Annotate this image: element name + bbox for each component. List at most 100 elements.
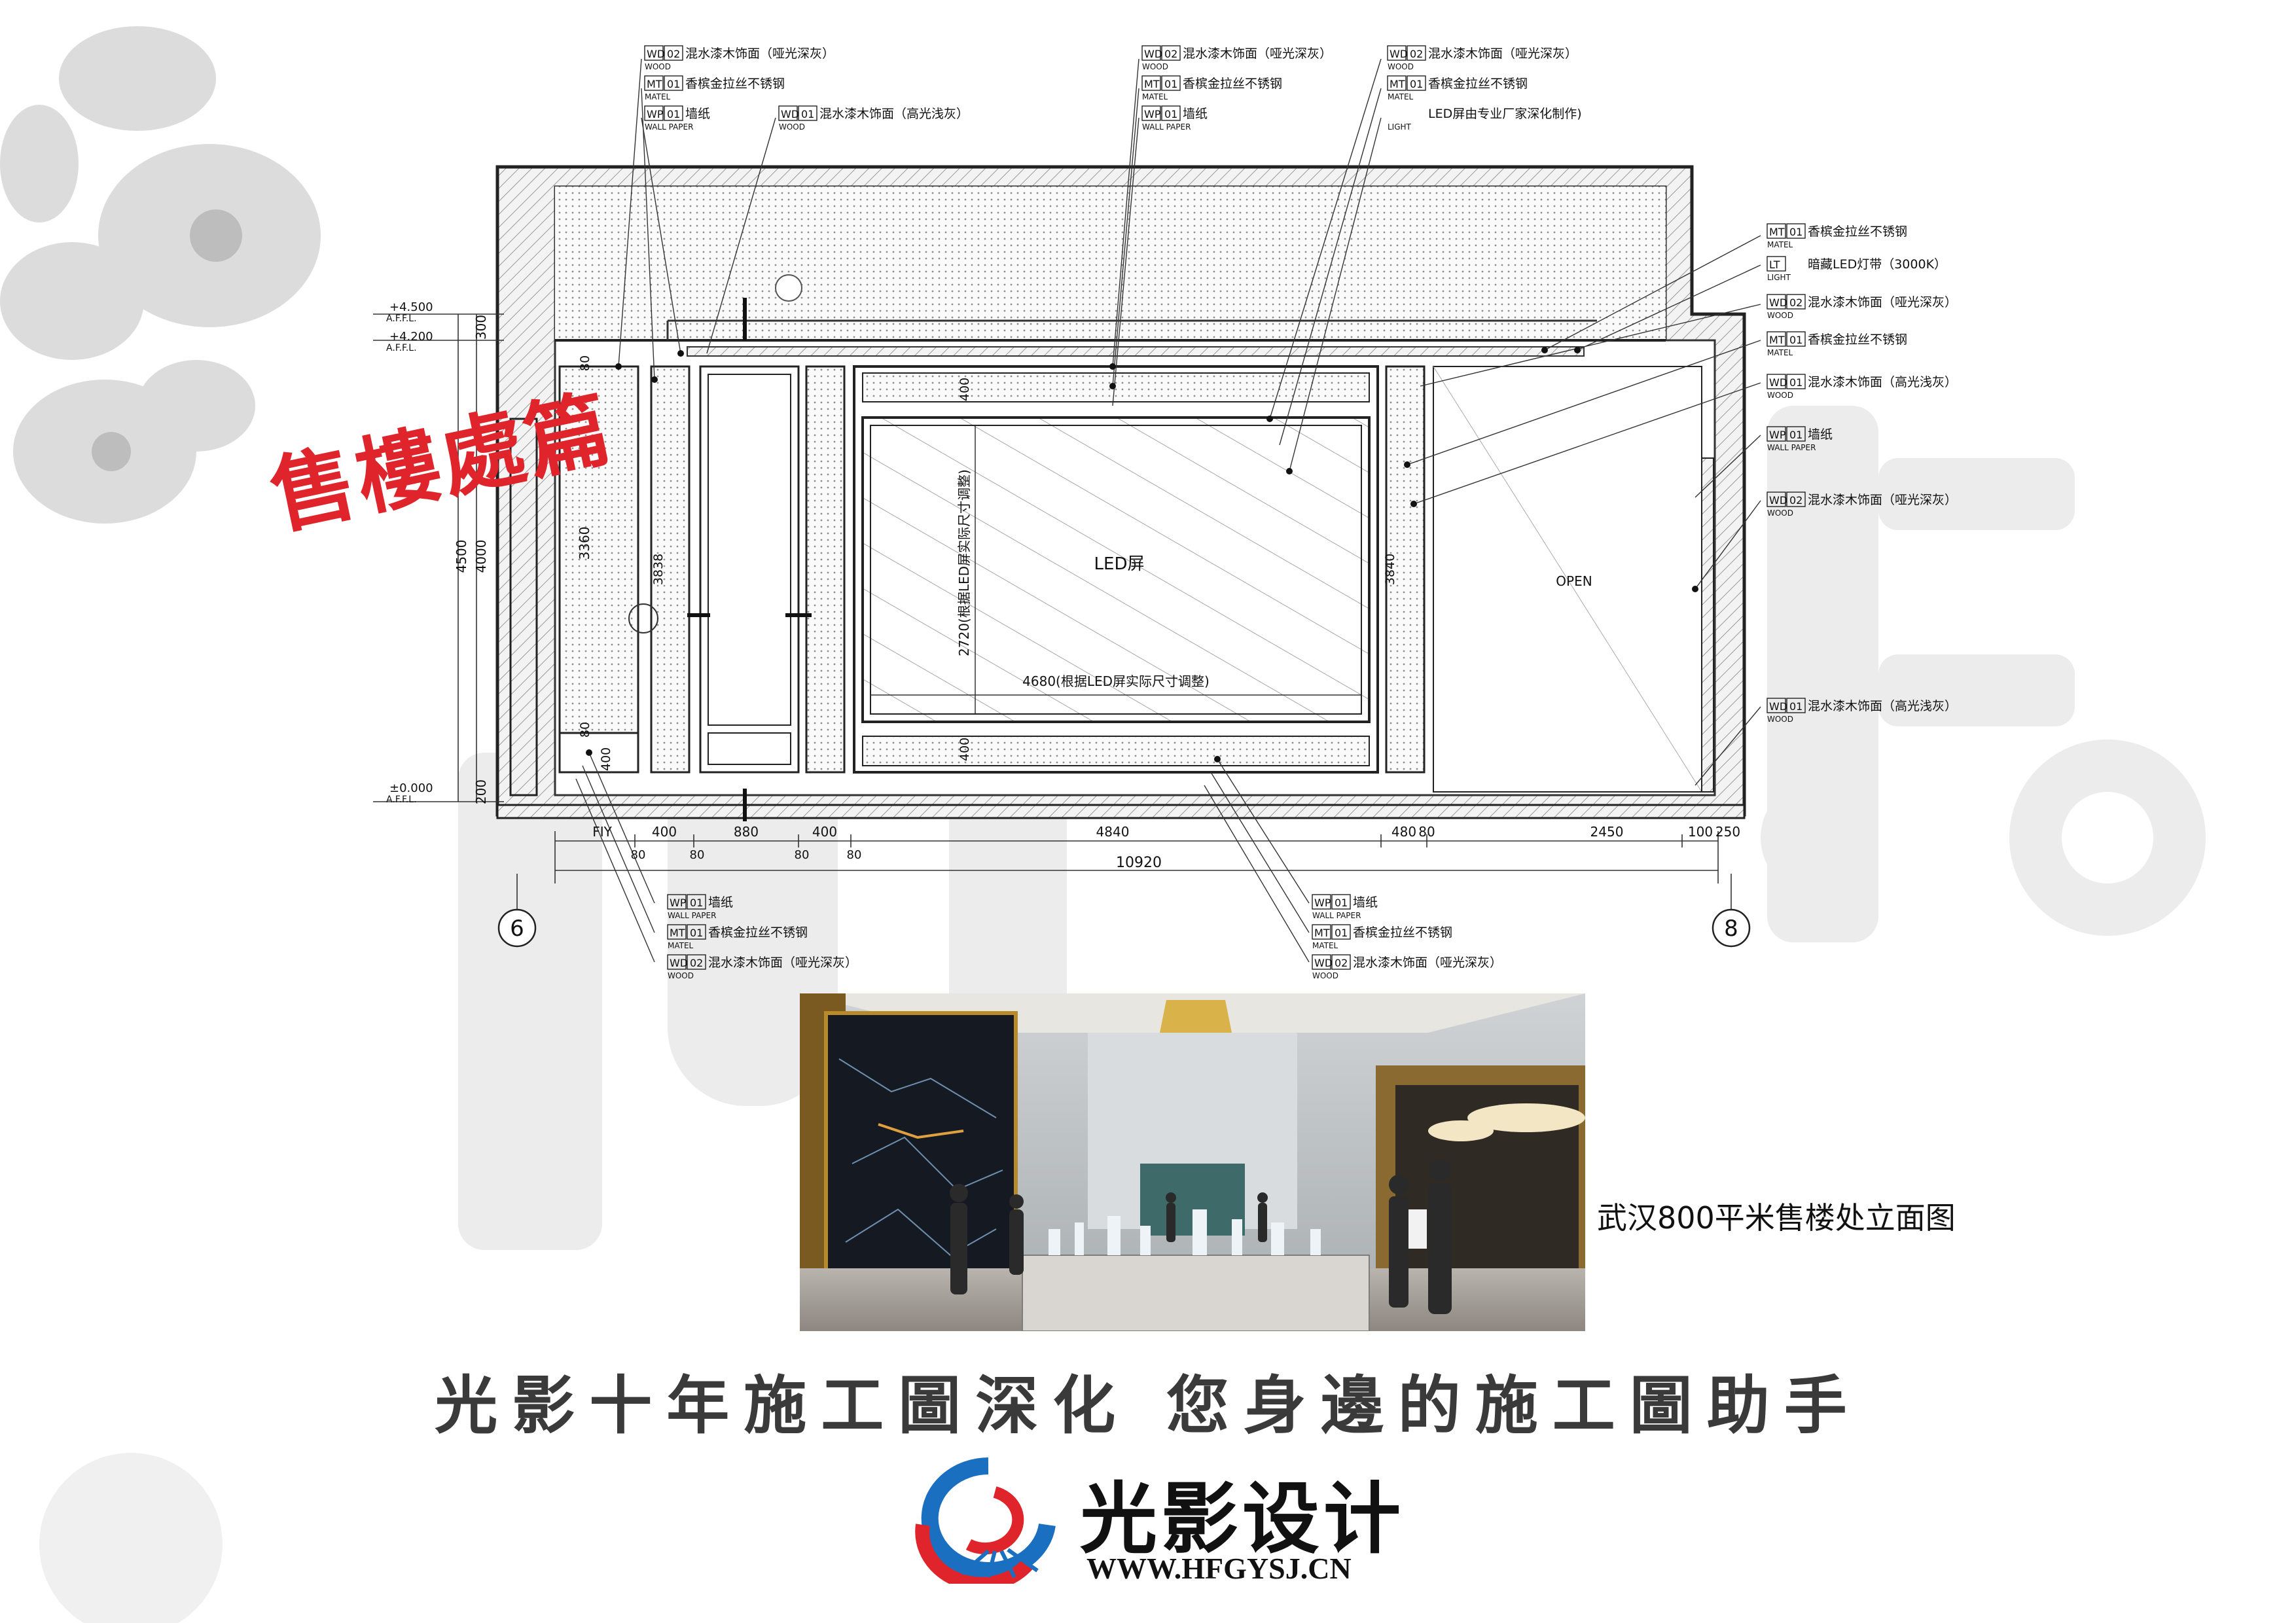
callout-num-box [798,105,817,121]
callout-text: 混水漆木饰面（哑光深灰） [1808,493,1957,507]
callout-text: 香槟金拉丝不锈钢 [1428,77,1528,91]
callout-text: 墙纸 [1183,107,1208,121]
callout-text: 香槟金拉丝不锈钢 [1353,925,1452,940]
brand-logo-icon [915,1457,1056,1584]
callout-num-box [664,45,683,61]
callout-code: WP [1769,429,1786,441]
callout-num: 01 [1335,897,1348,909]
brand-url: WWW.HFGYSJ.CN [1086,1552,1352,1585]
left-dimension: 200 [473,779,489,804]
callout-sub: WOOD [1767,508,1793,518]
callout-code: WD [1769,494,1787,507]
callout-code: MT [670,927,685,939]
callout-num: 01 [690,897,703,909]
section-marker [775,274,802,302]
callout-num-box [1786,331,1806,347]
callout-code-box [1312,894,1331,910]
rendering-caption: 武汉800平米售楼处立面图 [1597,1200,1956,1236]
callout-code-box [1141,45,1161,61]
callout-num: 02 [1789,494,1803,507]
left-dimension: 300 [473,315,489,340]
led-bottom-band [862,736,1370,766]
callout-num-box [687,894,706,910]
bottom-dimension: 100 [1688,824,1713,840]
callout-num: 01 [1335,927,1348,939]
callout-text: 墙纸 [685,107,710,121]
callout-code-box [667,924,687,940]
callout-sub: WOOD [1767,391,1793,400]
callout-sub: WOOD [1767,715,1793,724]
callout-sub: WOOD [668,971,694,980]
panel-narrow-1 [650,365,691,774]
callout-sub: MATEL [645,92,671,101]
grid-bubble-right [1712,908,1751,948]
callout-num-box [687,924,706,940]
callout-num-box [1786,698,1806,713]
callout-code-box [644,45,664,61]
callout-code: MT [1390,78,1405,90]
wallpaper-panel-left [558,365,639,774]
skirting-panel-left [558,732,639,774]
callout-sub: MATEL [1142,92,1168,101]
watermark [458,406,2206,1250]
screen-width-note: 4680(根据LED屏实际尺寸调整) [1022,673,1210,689]
bottom-dimension: 400 [652,824,677,840]
callout-text: 香槟金拉丝不锈钢 [1808,332,1907,347]
callout-text: 混水漆木饰面（高光浅灰） [1808,375,1957,389]
panel-wide-1 [699,365,800,774]
callout-sub: MATEL [1388,92,1414,101]
bottom-dimension: 80 [1418,824,1435,840]
callout-code: WD [1390,48,1408,60]
level-sub: A.F.F.L. [386,343,417,353]
callout-num-box [1407,75,1426,91]
callout-num-box [664,75,683,91]
callout-code-box [778,105,798,121]
callout-num: 01 [1789,700,1803,713]
callout-num-box [1331,924,1351,940]
grid-bubble-left [497,908,537,948]
callout-code-box [1767,426,1786,442]
callout-text: 混水漆木饰面（哑光深灰） [1183,46,1332,61]
callout-code-box [1387,45,1407,61]
inner-dimension: 3840 [1383,554,1397,585]
bottom-sub-dimension: 80 [690,848,705,862]
callout-num: 01 [1789,376,1803,389]
level-mark: +4.200 [389,330,433,344]
callout-sub: MATEL [1767,348,1793,357]
callout-text: 混水漆木饰面（哑光深灰） [708,955,857,970]
callout-code-box [1767,331,1786,347]
callout-code: MT [647,78,662,90]
floor-slab [496,804,1746,819]
left-dimension: 3360 [577,527,592,560]
callout-text: 墙纸 [708,895,733,910]
callout-code: WP [647,108,664,120]
ink-flower-centers [92,209,242,471]
callout-num-box [687,954,706,970]
callout-num: 01 [1164,108,1177,120]
inner-dimension: 400 [599,747,613,771]
callout-text: 混水漆木饰面（高光浅灰） [1808,699,1957,713]
leader-lines [575,58,1761,963]
callout-sub: WALL PAPER [645,122,693,132]
callout-num: 02 [1789,296,1803,309]
callout-text: 墙纸 [1808,427,1833,442]
callout-sub: MATEL [1312,941,1338,950]
left-dimension-lines [373,313,504,802]
callout-num-box [664,105,683,121]
callout-num-box [1786,491,1806,507]
led-top-band [862,372,1370,402]
callout-code: LT [1769,259,1780,271]
callout-num: 01 [801,108,814,120]
callout-num: 02 [1410,48,1423,60]
callout-text: 混水漆木饰面（哑光深灰） [1428,46,1577,61]
leader-dots [586,347,1698,762]
callout-code-box [667,954,687,970]
callout-num-box [1786,223,1806,239]
bottom-sub-dimension: 80 [631,848,646,862]
total-dimension: 10920 [1116,855,1162,871]
callout-code: WD [670,957,688,969]
callout-text: 混水漆木饰面（哑光深灰） [1353,955,1502,970]
